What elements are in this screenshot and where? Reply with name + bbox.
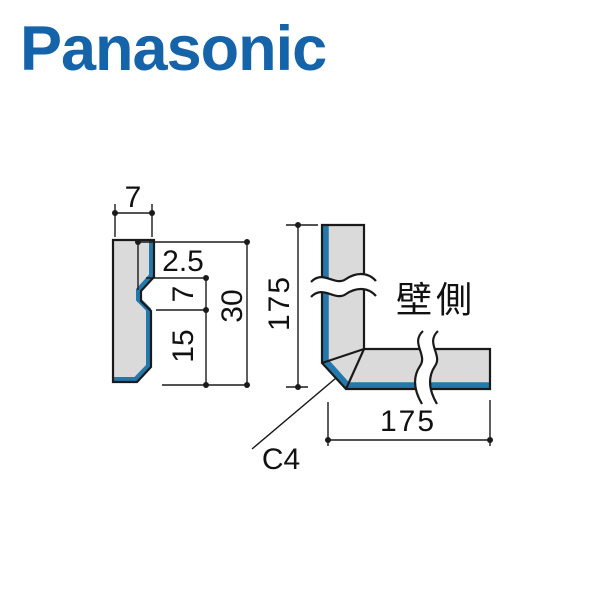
profile-section-figure: 7 2.5 7 15 30 [111, 181, 250, 388]
dimension-dot [325, 437, 331, 443]
dimension-dot [203, 307, 209, 313]
chamfer-label: C4 [262, 443, 300, 476]
dimension-dot [112, 210, 118, 216]
dimension-dot [203, 275, 209, 281]
miter-line [321, 347, 365, 365]
dim-label-step-top: 2.5 [162, 245, 204, 278]
dimension-dot [295, 384, 301, 390]
panasonic-logo: Panasonic [20, 14, 327, 84]
dim-label-step-mid: 7 [167, 286, 200, 303]
dimension-dot [244, 382, 250, 388]
profile-body [113, 240, 154, 382]
dim-label-width: 7 [125, 181, 142, 214]
break-line [310, 272, 377, 283]
break-line [428, 330, 439, 405]
dimension-dot [487, 437, 493, 443]
dim-label-horizontal-175: 175 [380, 405, 436, 438]
wall-side-label: 壁側 [396, 279, 476, 320]
dim-label-vertical-175: 175 [263, 275, 296, 331]
profile-outline [111, 238, 156, 384]
dimension-dot [203, 382, 209, 388]
dimension-dot [295, 222, 301, 228]
dim-label-step-bottom: 15 [167, 329, 200, 362]
corner-plan-figure: 175 175 C4 壁側 [251, 222, 493, 476]
corner-outline [320, 223, 492, 391]
break-line [413, 330, 424, 405]
miter-line [344, 348, 366, 390]
dimension-dot [135, 239, 141, 245]
break-line [310, 287, 377, 298]
dim-label-total-height: 30 [216, 289, 249, 322]
leader-line [251, 377, 337, 450]
dimension-dot [244, 239, 250, 245]
dimension-dot [149, 210, 155, 216]
break-gap [311, 274, 376, 297]
